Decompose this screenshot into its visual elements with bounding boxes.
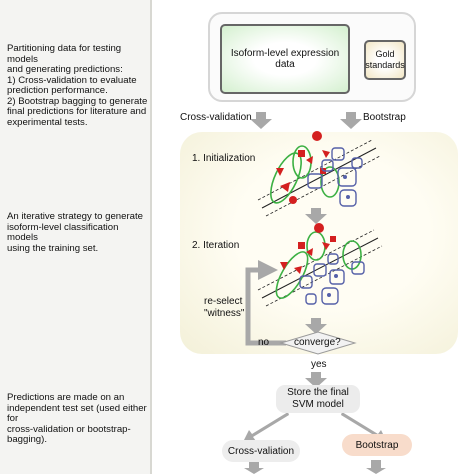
final-cross-validation-box: Cross-valiation <box>222 440 300 462</box>
expression-data-box: Isoform-level expression data <box>220 24 350 94</box>
gold-label-line1: Gold <box>375 49 395 59</box>
store-label-line2: SVM model <box>292 399 344 410</box>
sidebar-panel: Partitioning data for testing models and… <box>0 0 152 474</box>
no-label: no <box>258 337 270 348</box>
final-bootstrap-box: Bootstrap <box>342 434 412 456</box>
iteration-label: 2. Iteration <box>192 240 240 251</box>
arrow-store-left <box>243 412 289 442</box>
arrow-cv-down <box>244 460 264 474</box>
cross-validation-label: Cross-validation <box>180 112 252 123</box>
arrow-iter-to-converge <box>305 318 327 334</box>
expression-data-label: Isoform-level expression data <box>230 48 340 70</box>
store-label-line1: Store the final <box>287 387 349 398</box>
converge-diamond <box>279 331 357 355</box>
step1-description: Partitioning data for testing models and… <box>7 43 148 128</box>
reselect-label-line2: "witness" <box>204 308 245 319</box>
feedback-loop-arrow <box>245 260 286 346</box>
iteration-scatter <box>257 223 383 307</box>
step2-description: An iterative strategy to generate isofor… <box>7 211 143 254</box>
final-cross-validation-label: Cross-valiation <box>227 445 295 457</box>
arrow-cross-validation <box>250 112 272 129</box>
arrow-converge-to-store <box>305 372 327 388</box>
arrow-bootstrap-down <box>366 460 386 474</box>
gold-label-line2: standards <box>365 60 405 70</box>
bootstrap-label: Bootstrap <box>363 112 406 123</box>
iteration-panel <box>180 132 458 354</box>
step3-description: Predictions are made on an independent t… <box>7 392 147 445</box>
initialization-label: 1. Initialization <box>192 153 256 164</box>
gold-standards-box: Gold standards <box>364 40 406 80</box>
converge-label: converge? <box>294 337 341 348</box>
store-model-box: Store the final SVM model <box>276 385 360 413</box>
arrow-init-to-iter <box>305 208 327 224</box>
reselect-label-line1: re-select <box>204 296 243 307</box>
arrow-bootstrap <box>340 112 362 129</box>
final-bootstrap-label: Bootstrap <box>355 439 399 451</box>
yes-label: yes <box>311 359 327 370</box>
initialization-scatter <box>257 131 381 217</box>
